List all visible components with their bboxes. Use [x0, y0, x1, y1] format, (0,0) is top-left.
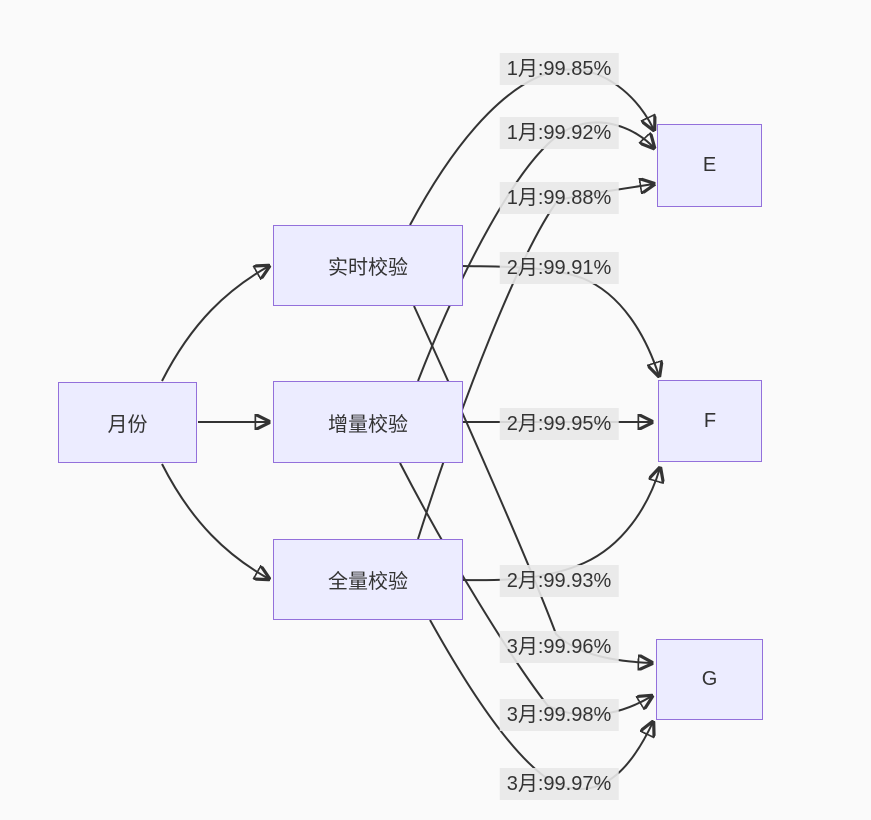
node-e-label: E: [702, 154, 717, 176]
edge-label-feb-9995: 2月:99.95%: [499, 408, 619, 440]
node-g: G: [656, 639, 763, 720]
node-g-label: G: [701, 668, 718, 690]
node-month-label: 月份: [107, 414, 148, 436]
node-month: 月份: [58, 382, 197, 463]
edge-month-full: [161, 463, 269, 579]
edge-label-mar-9996: 3月:99.96%: [499, 631, 619, 663]
edge-label-feb-9991: 2月:99.91%: [499, 252, 619, 284]
node-full-check: 全量校验: [273, 539, 463, 620]
edge-label-mar-9997: 3月:99.97%: [499, 768, 619, 800]
node-full-check-label: 全量校验: [328, 571, 408, 593]
edge-full-f: [462, 468, 660, 582]
edge-incr-g: [399, 462, 652, 716]
edge-label-jan-9992: 1月:99.92%: [499, 117, 619, 149]
edge-label-jan-9988: 1月:99.88%: [499, 182, 619, 214]
node-incremental-check-label: 增量校验: [328, 413, 408, 436]
edge-month-realtime: [161, 266, 269, 382]
node-realtime-check: 实时校验: [273, 225, 463, 306]
node-incremental-check: 增量校验: [273, 381, 463, 463]
edge-label-feb-9993: 2月:99.93%: [499, 565, 619, 597]
edge-label-mar-9998: 3月:99.98%: [499, 699, 619, 731]
node-f: F: [658, 380, 762, 462]
node-f-label: F: [703, 409, 717, 432]
edge-label-jan-9985: 1月:99.85%: [499, 53, 619, 85]
node-realtime-check-label: 实时校验: [328, 257, 408, 279]
node-e: E: [657, 124, 762, 207]
